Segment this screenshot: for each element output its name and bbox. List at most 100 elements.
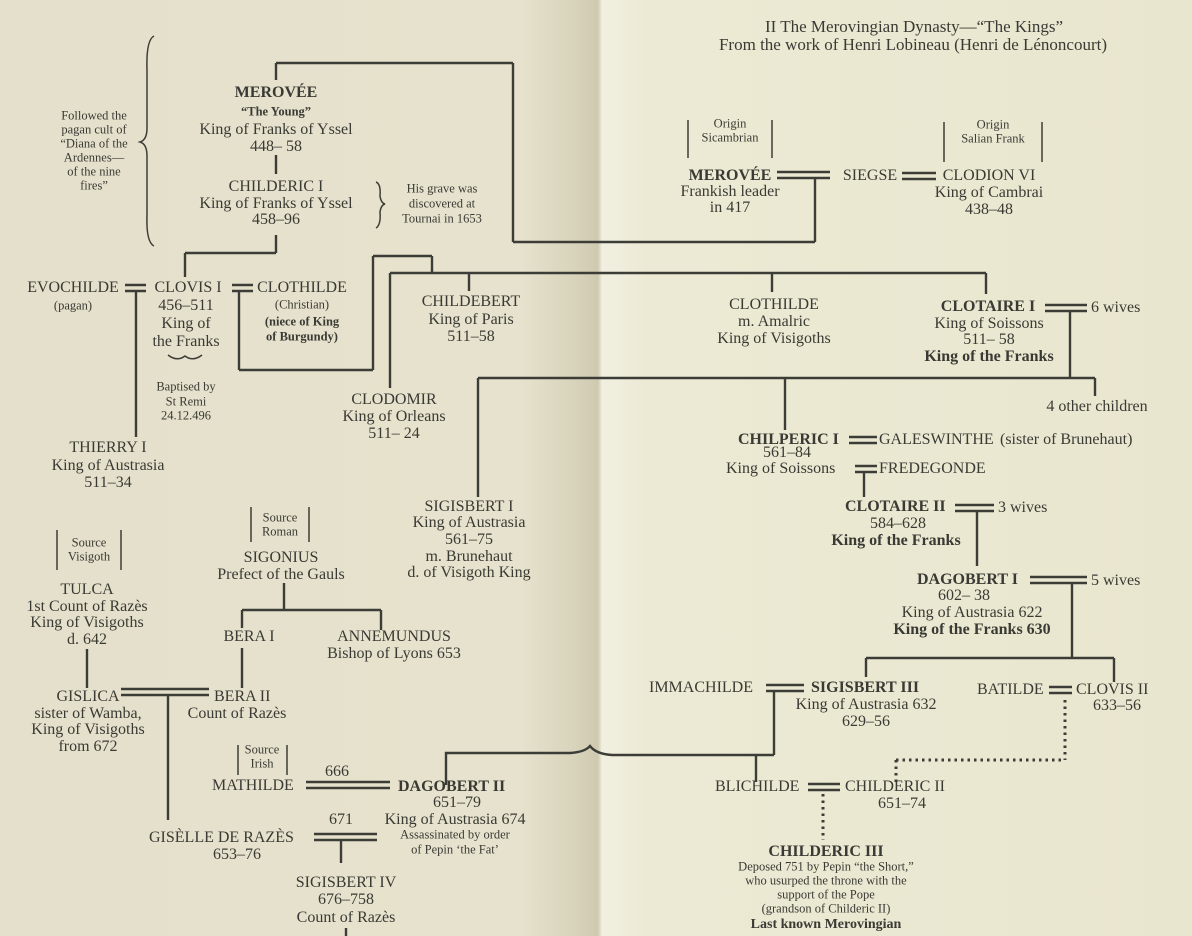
person-title: King of Franks of Yssel bbox=[199, 121, 353, 138]
person-name: EVOCHILDE bbox=[27, 279, 119, 296]
marriage-date: 666 bbox=[325, 763, 349, 780]
person-dates: 676–758 bbox=[318, 891, 374, 908]
person-note: m. Amalric bbox=[738, 313, 810, 330]
person-title: King of Austrasia 632 bbox=[795, 696, 937, 713]
person-note: of Pepin ‘the Fat’ bbox=[411, 842, 499, 857]
person-name: CLOTHILDE bbox=[257, 279, 347, 296]
person-title: King of Austrasia bbox=[51, 457, 165, 474]
person-note: Assassinated by order bbox=[400, 827, 510, 842]
person-name: BERA II bbox=[214, 688, 271, 705]
person-dates: 458–96 bbox=[252, 211, 300, 228]
person-dates: 511–34 bbox=[84, 474, 132, 491]
source-sicambrian: Sicambrian bbox=[701, 130, 759, 145]
note-line: pagan cult of bbox=[61, 122, 127, 137]
note-line: of the nine bbox=[67, 164, 121, 179]
person-title: King of the Franks bbox=[831, 532, 961, 549]
person-title: Bishop of Lyons 653 bbox=[327, 645, 461, 662]
person-dates: 438–48 bbox=[965, 201, 1013, 218]
person-name: GISLICA bbox=[56, 688, 120, 705]
person-name: SIGONIUS bbox=[243, 549, 319, 566]
person-dates: 456–511 bbox=[158, 297, 214, 314]
person-title: Count of Razès bbox=[187, 705, 287, 722]
person-note: who usurped the throne with the bbox=[745, 873, 907, 888]
person-name: GALESWINTHE bbox=[879, 431, 994, 448]
person-mathilde: MATHILDE bbox=[212, 777, 294, 794]
person-note: (Christian) bbox=[274, 297, 330, 312]
person-immachilde: IMMACHILDE bbox=[649, 679, 753, 696]
person-dates: 511–58 bbox=[447, 328, 495, 345]
source-salian: Salian Frank bbox=[961, 131, 1025, 146]
person-name: DAGOBERT I bbox=[917, 571, 1018, 588]
person-title: Count of Razès bbox=[296, 909, 396, 926]
person-name: SIGISBERT IV bbox=[295, 874, 397, 891]
person-title: King of Visigoths bbox=[30, 614, 144, 631]
person-dates: 561–84 bbox=[763, 444, 811, 461]
person-name: ANNEMUNDUS bbox=[337, 628, 451, 645]
note-line: Tournai in 1653 bbox=[402, 211, 482, 226]
person-title: the Franks bbox=[152, 333, 220, 350]
person-title: King of Austrasia 622 bbox=[901, 604, 1043, 621]
person-name: SIGISBERT I bbox=[424, 498, 514, 515]
person-note: of Burgundy) bbox=[266, 329, 338, 344]
person-dates: 653–76 bbox=[213, 846, 261, 863]
person-note: Deposed 751 by Pepin “the Short,” bbox=[738, 859, 914, 874]
chart-title: II The Merovingian Dynasty—“The Kings” bbox=[764, 17, 1064, 36]
person-title: King of Soissons bbox=[934, 315, 1044, 332]
note-line: His grave was bbox=[406, 181, 478, 196]
person-title: King of bbox=[161, 315, 211, 332]
source-sicambrian: Origin bbox=[713, 116, 747, 131]
person-name: CHILDERIC I bbox=[228, 178, 324, 195]
person-title: King of the Franks 630 bbox=[893, 621, 1051, 638]
note-line: fires” bbox=[80, 178, 108, 193]
person-dates: 584–628 bbox=[870, 515, 926, 532]
person-note: from 672 bbox=[58, 738, 118, 755]
person-title: Prefect of the Gauls bbox=[217, 566, 345, 583]
person-name: CHILPERIC I bbox=[738, 431, 839, 448]
person-note: (grandson of Childeric II) bbox=[761, 901, 891, 916]
person-dates: 602– 38 bbox=[938, 587, 990, 604]
note-line: Followed the bbox=[61, 108, 127, 123]
person-fredegonde: FREDEGONDE bbox=[879, 460, 986, 477]
person-name: CLODOMIR bbox=[351, 391, 437, 408]
person-batilde: BATILDE bbox=[977, 681, 1044, 698]
wives-count: 6 wives bbox=[1091, 299, 1141, 316]
note-line: St Remi bbox=[165, 394, 207, 409]
person-note: (sister of Brunehaut) bbox=[1000, 431, 1133, 448]
person-epithet: “The Young” bbox=[240, 104, 312, 119]
person-blichilde: BLICHILDE bbox=[715, 778, 800, 795]
person-title: King of Austrasia 674 bbox=[384, 811, 526, 828]
person-bera-i: BERA I bbox=[223, 628, 275, 645]
person-dates: d. 642 bbox=[67, 631, 107, 648]
person-note: King of Visigoths bbox=[717, 330, 831, 347]
brace-baptism bbox=[167, 354, 203, 360]
chart-subtitle: From the work of Henri Lobineau (Henri d… bbox=[718, 35, 1108, 54]
person-dates: 633–56 bbox=[1093, 697, 1141, 714]
person-note: d. of Visigoth King bbox=[407, 564, 531, 581]
source-roman: Source bbox=[262, 510, 298, 525]
person-dates: 511– 24 bbox=[368, 425, 420, 442]
person-title: King of Orleans bbox=[342, 408, 446, 425]
person-note: (pagan) bbox=[53, 298, 93, 313]
person-name: MEROVÉE bbox=[688, 167, 772, 184]
source-irish: Irish bbox=[250, 756, 274, 771]
person-name: CLOTAIRE I bbox=[940, 298, 1036, 315]
person-title: Frankish leader bbox=[680, 183, 780, 200]
person-title: King of Franks of Yssel bbox=[199, 195, 353, 212]
other-children: 4 other children bbox=[1046, 398, 1148, 415]
note-line: discovered at bbox=[408, 196, 476, 211]
person-name: MEROVÉE bbox=[234, 84, 318, 101]
person-note: Last known Merovingian bbox=[750, 917, 902, 932]
person-dates: 561–75 bbox=[445, 531, 493, 548]
person-name: CLOVIS I bbox=[154, 279, 222, 296]
person-dates: 651–74 bbox=[878, 795, 926, 812]
marriage-date: 671 bbox=[329, 811, 353, 828]
wives-count: 3 wives bbox=[998, 499, 1048, 516]
person-name: TULCA bbox=[60, 581, 114, 598]
person-name: CHILDERIC III bbox=[768, 843, 884, 860]
person-name: CHILDEBERT bbox=[421, 293, 521, 310]
person-name: GISÈLLE DE RAZÈS bbox=[149, 829, 294, 846]
brace-grave bbox=[375, 181, 386, 229]
person-note: (niece of King bbox=[264, 314, 340, 329]
source-irish: Source bbox=[244, 742, 280, 757]
